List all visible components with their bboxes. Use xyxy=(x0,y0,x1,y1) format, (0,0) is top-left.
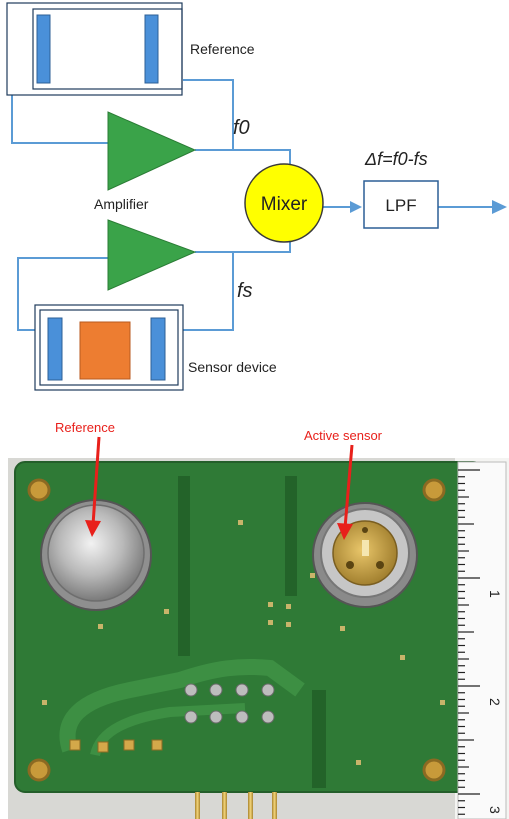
sensor-electrode-right xyxy=(150,317,166,381)
ruler-body xyxy=(457,461,507,819)
sensor-device: Sensor device xyxy=(34,304,277,391)
arrow-right-icon xyxy=(350,201,362,213)
mounting-hole xyxy=(422,758,446,782)
circuit-wires xyxy=(11,71,494,331)
pcb-slot xyxy=(178,476,190,656)
ruler-ticks xyxy=(458,469,480,815)
pcb-slot xyxy=(285,476,297,596)
arrow-down-icon xyxy=(337,523,353,540)
output-arrow-icon xyxy=(492,200,507,214)
sensor-inner-box xyxy=(39,309,179,386)
pcb-trace xyxy=(59,658,305,753)
mounting-hole xyxy=(422,478,446,502)
block-diagram: Reference Amplifier f0 fs Δf=f0-fs Mixer… xyxy=(6,2,507,391)
pcb-slot xyxy=(312,690,326,788)
amplifier-label: Amplifier xyxy=(94,196,149,212)
f0-label: f0 xyxy=(233,117,250,139)
caption-arrows xyxy=(85,436,354,540)
amplifier-top-triangle xyxy=(107,111,197,191)
reference-inner-box xyxy=(32,8,183,90)
delta-f-label: Δf=f0-fs xyxy=(364,149,428,169)
reference-caption: Reference xyxy=(55,420,115,435)
pcb xyxy=(14,461,484,819)
sensor-device-label: Sensor device xyxy=(188,359,277,375)
mounting-hole xyxy=(27,758,51,782)
lpf-label: LPF xyxy=(385,196,416,215)
mixer-circle xyxy=(244,163,324,243)
sensor-electrode-left xyxy=(47,317,63,381)
edge-pads xyxy=(69,739,163,753)
reference-resonator: Reference xyxy=(6,2,255,96)
header-pins xyxy=(195,792,277,819)
mounting-hole xyxy=(27,478,51,502)
sensor-loop-wire xyxy=(17,257,110,331)
lpf-box xyxy=(363,180,439,229)
ruler-mark-3: 3 xyxy=(487,806,503,814)
reference-label: Reference xyxy=(190,41,255,57)
fs-label: fs xyxy=(237,280,253,302)
reference-electrode-left xyxy=(36,14,51,84)
ruler-mark-2: 2 xyxy=(487,698,503,706)
f0-to-mixer-wire xyxy=(233,149,291,168)
arrow-down-icon xyxy=(85,520,101,537)
active-sensor-arrow xyxy=(343,444,354,529)
sensor-film xyxy=(79,321,131,380)
f0-wire xyxy=(183,79,234,151)
ruler: 1 2 3 xyxy=(457,461,507,819)
connector-pads xyxy=(184,683,275,724)
active-sensor-caption: Active sensor xyxy=(304,428,383,443)
active-sensor-can xyxy=(312,502,418,608)
mixer-label: Mixer xyxy=(261,194,308,215)
ruler-mark-1: 1 xyxy=(487,590,503,598)
reference-arrow xyxy=(91,436,101,526)
sensor-slot xyxy=(362,540,369,556)
reference-electrode-right xyxy=(144,14,159,84)
fs-wire xyxy=(183,251,234,331)
reference-sensor-can xyxy=(40,499,152,611)
amplifier-bottom-triangle xyxy=(107,219,197,291)
